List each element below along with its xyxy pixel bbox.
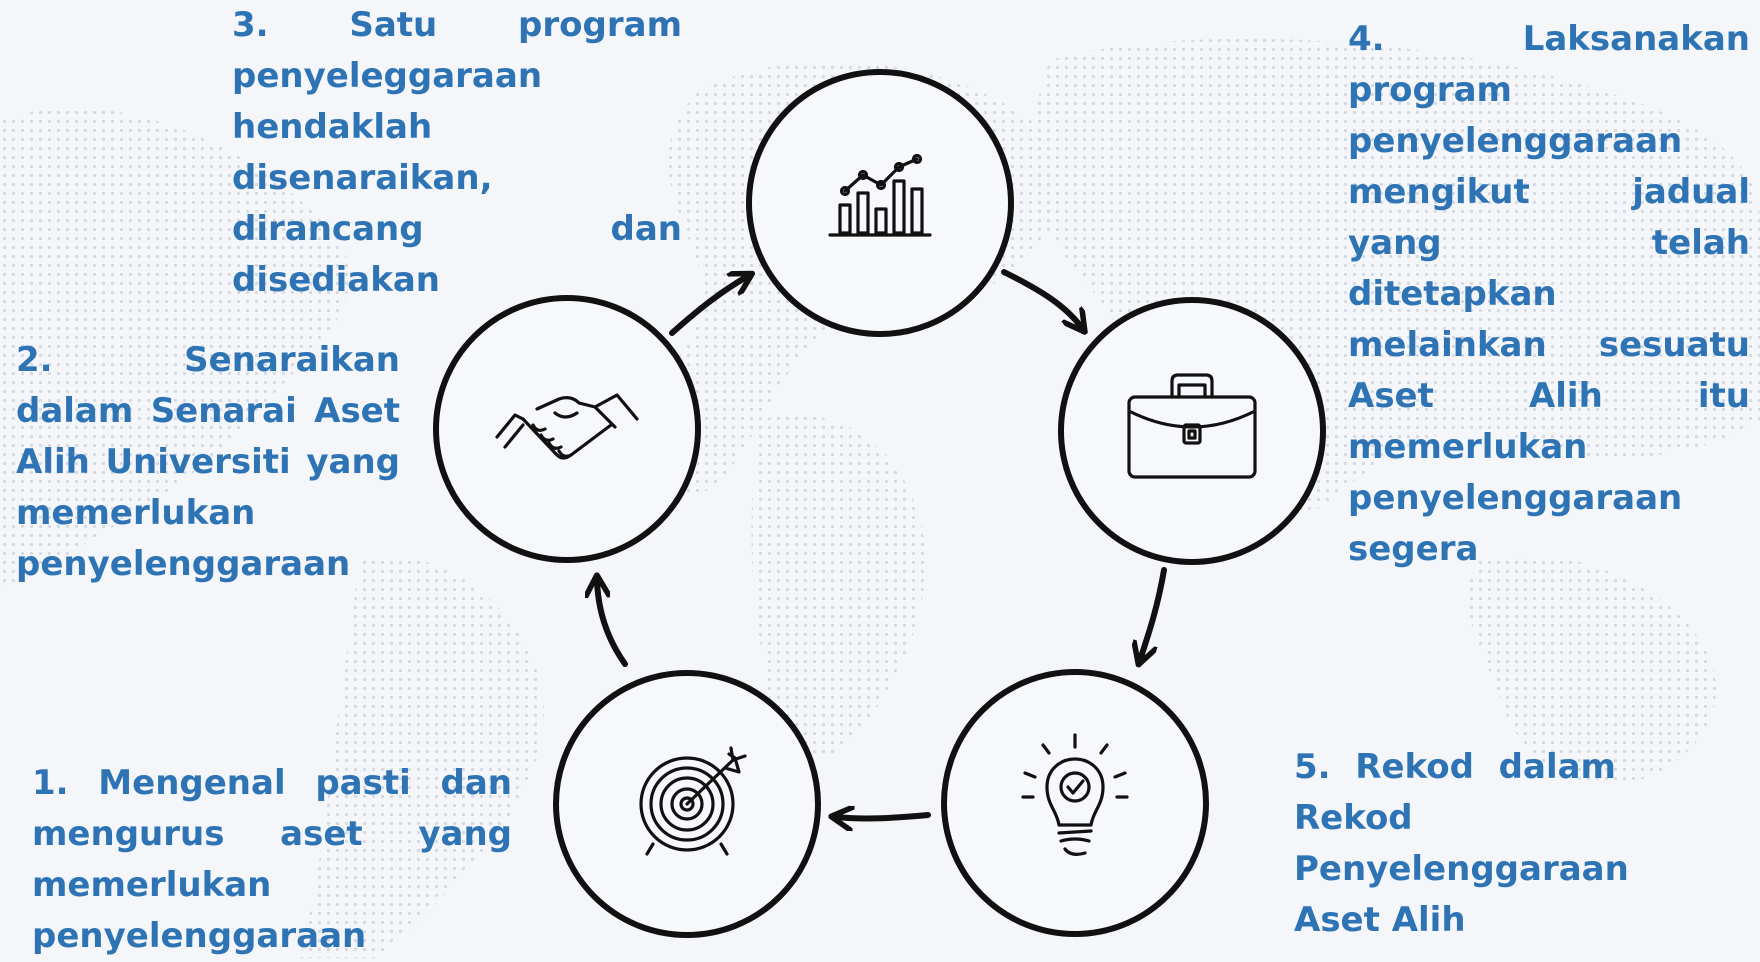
bar-chart-icon [828, 153, 932, 237]
briefcase-icon [1127, 373, 1257, 479]
arrow-2-to-3 [669, 276, 748, 336]
step-4-text: 4. Laksanakan program penyelenggaraan me… [1348, 19, 1750, 569]
target-icon [639, 746, 747, 856]
step-3-circle [746, 69, 1014, 337]
lightbulb-icon [1021, 733, 1129, 856]
step-5-text: 5. Rekod dalam Rekod Penyelenggaraan Ase… [1294, 747, 1629, 940]
step-3-text: 3. Satu program penyeleggaraan hendaklah… [232, 5, 682, 300]
step-2-text: 2. Senaraikan dalam Senarai Aset Alih Un… [16, 340, 400, 584]
arrow-5-to-1 [836, 815, 931, 818]
arrow-3-to-4 [1001, 269, 1082, 328]
arrow-1-to-2 [597, 580, 628, 667]
arrow-4-to-5 [1140, 567, 1167, 660]
step-5-circle [941, 669, 1209, 937]
step-2-circle [433, 295, 701, 563]
handshake-icon [495, 393, 639, 460]
step-1-text: 1. Mengenal pasti dan mengurus aset yang… [32, 763, 512, 956]
